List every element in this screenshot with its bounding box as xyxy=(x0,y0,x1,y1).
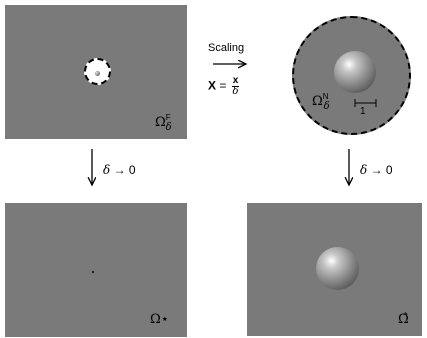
label-omega-star: Ω⋆ xyxy=(150,312,169,327)
inclusion-sphere xyxy=(334,51,376,93)
label-omega-n-delta: ΩNδ xyxy=(312,92,330,112)
unit-scale-bar xyxy=(354,99,377,107)
label-omega-hat: Ω̂ xyxy=(398,312,409,327)
small-inclusion xyxy=(95,71,100,76)
limit-domain-panel xyxy=(5,203,187,337)
limit-label-left: δ → 0 xyxy=(103,163,136,177)
scaling-caption: Scaling xyxy=(208,42,245,54)
limit-label-right: δ → 0 xyxy=(360,163,393,177)
limit-point xyxy=(92,271,94,273)
inclusion-sphere-limit xyxy=(316,247,359,290)
unit-length-label: 1 xyxy=(360,106,366,117)
label-omega-f-delta: ΩFδ xyxy=(155,113,172,133)
